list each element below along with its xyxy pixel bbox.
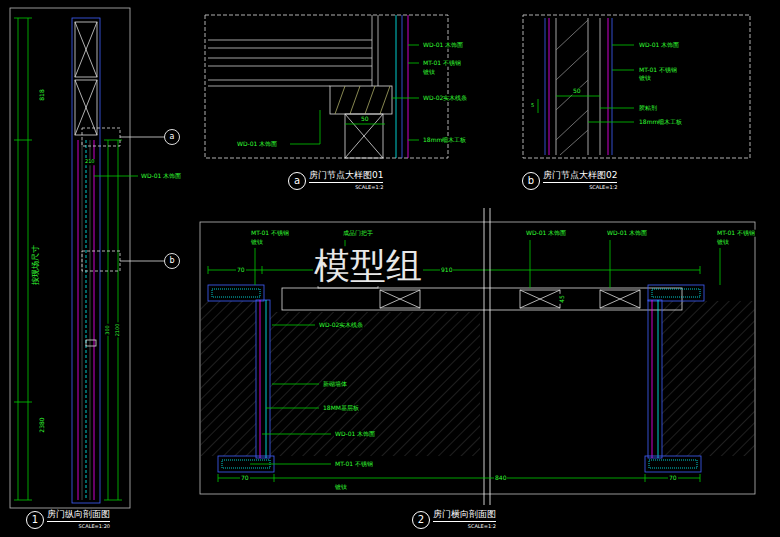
material-callout: 18mm细木工板: [638, 119, 683, 126]
drawing-title-text: 房门节点大样图02: [543, 171, 617, 183]
scale-note: SCALE=1:2: [589, 185, 617, 191]
dimension: 210: [84, 159, 96, 165]
material-callout: WD-01 木饰面: [334, 431, 376, 438]
material-callout: MT-01 不锈钢: [422, 60, 462, 67]
material-callout: 成品门把手: [342, 230, 374, 237]
material-callout: MT-01 不锈钢: [638, 67, 678, 74]
dimension: 45: [559, 294, 566, 304]
material-callout: 新砌墙体: [322, 381, 348, 388]
drawing-title-text: 房门横向剖面图: [433, 510, 496, 522]
material-callout: WD-01 木饰面: [525, 230, 567, 237]
dimension: 70: [236, 267, 246, 274]
material-callout: WD-02实木线条: [318, 322, 364, 329]
scale-note: SCALE=1:20: [79, 524, 110, 530]
material-callout: 18MM基层板: [322, 405, 360, 412]
material-callout: 18mm细木工板: [422, 137, 467, 144]
dimension: 840: [494, 475, 507, 482]
drawing-title-text: 房门节点大样图01: [309, 171, 383, 183]
finish-note: 镀钛: [334, 484, 348, 491]
material-callout: WD-01 木饰面: [638, 42, 680, 49]
callout-letter: a: [170, 133, 175, 141]
material-callout: WD-01 木饰面: [236, 141, 278, 148]
material-callout: WD-01 木饰面: [140, 173, 182, 180]
scale-note: SCALE=1:2: [468, 524, 496, 530]
callout-number: a: [288, 172, 306, 190]
dimension: 50: [572, 88, 582, 95]
finish-note: 镀钛: [250, 239, 264, 246]
dimension: 70: [240, 475, 250, 482]
material-callout: MT-01 不锈钢: [334, 461, 374, 468]
callout-number: 1: [26, 511, 44, 529]
dimension: 70: [668, 475, 678, 482]
callout-number: b: [522, 172, 540, 190]
material-callout: WD-02实木线条: [422, 95, 468, 102]
watermark: 模型组: [313, 246, 423, 286]
detail-callout: a: [164, 129, 180, 145]
finish-note: 镀钛: [422, 69, 436, 76]
finish-note: 镀钛: [716, 239, 730, 246]
drawing-title: 2房门横向剖面图 SCALE=1:2: [412, 510, 496, 529]
drawing-title: 1房门纵向剖面图 SCALE=1:20: [26, 510, 110, 529]
dimension: 2100: [115, 323, 121, 338]
callout-letter: b: [169, 257, 174, 265]
material-callout: MT-01 不锈钢: [250, 230, 290, 237]
dimension: 300: [105, 324, 111, 336]
dimension: 5: [530, 103, 535, 109]
drawing-title: a房门节点大样图01SCALE=1:2: [288, 171, 383, 190]
material-callout: WD-01 木饰面: [422, 42, 464, 49]
drawing-title-text: 房门纵向剖面图: [47, 510, 110, 522]
dimension: 818: [39, 88, 46, 101]
dimension: 910: [440, 267, 453, 274]
dimension-note: 按现场尺寸: [32, 244, 41, 286]
finish-note: 镀钛: [638, 75, 652, 82]
drawing-title: b房门节点大样图02SCALE=1:2: [522, 171, 617, 190]
material-callout: 胶粘剂: [638, 105, 658, 112]
detail-callout: b: [164, 253, 180, 269]
material-callout: WD-01 木饰面: [606, 230, 648, 237]
callout-number: 2: [412, 511, 430, 529]
dimension: 50: [360, 116, 370, 123]
scale-note: SCALE=1:2: [355, 185, 383, 191]
material-callout: MT-01 不锈钢: [716, 230, 756, 237]
dimension: 2380: [39, 416, 46, 433]
